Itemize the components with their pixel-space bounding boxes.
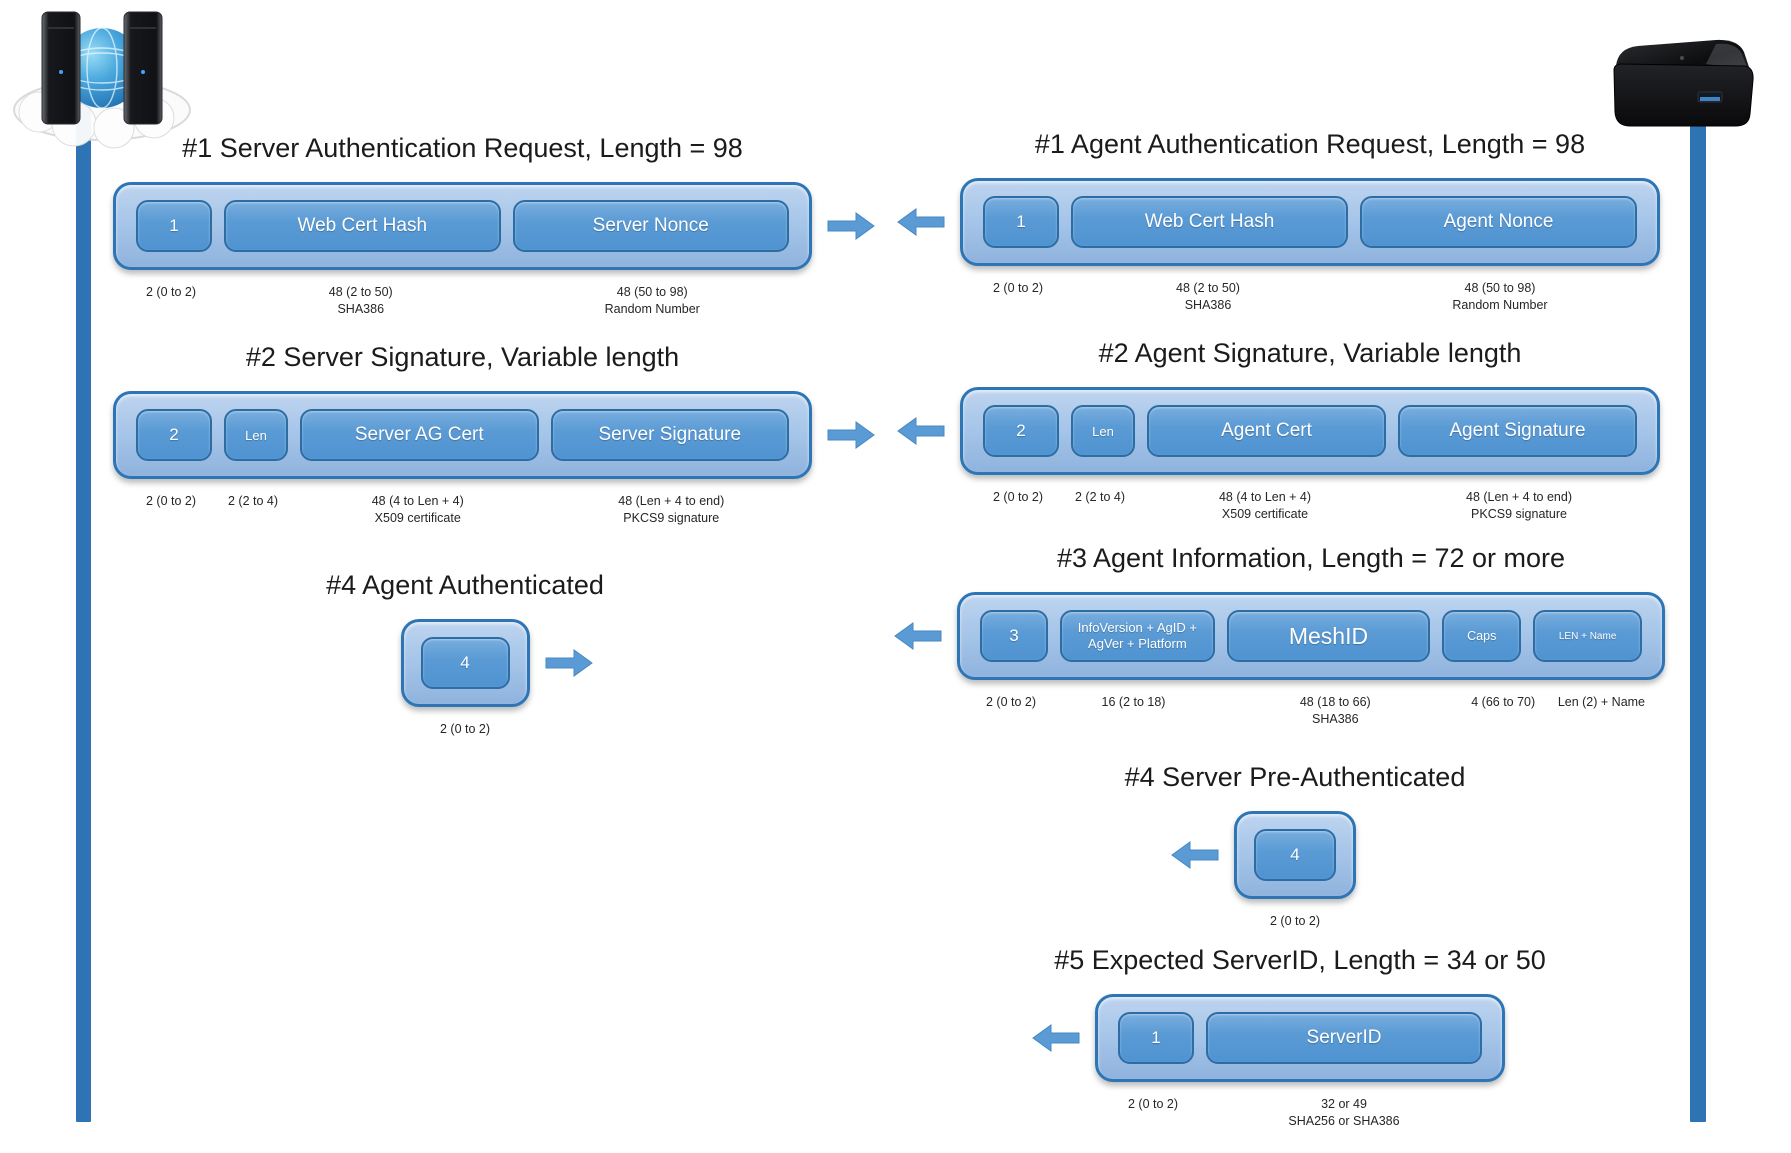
field-annotation: 48 (50 to 98)Random Number (1452, 281, 1548, 312)
message-title: #1 Agent Authentication Request, Length … (1034, 129, 1586, 159)
packet-box: 1 ServerID (1095, 994, 1505, 1082)
field-annotation: 2 (0 to 2) (1269, 914, 1321, 928)
arrow-left-icon (897, 417, 945, 445)
arrow-right-icon (827, 421, 875, 449)
message-agent-signature: #2 Agent Signature, Variable length 2 Le… (897, 336, 1660, 523)
field-annotation: 16 (2 to 18) (1101, 695, 1166, 709)
field-box-server-nonce: Server Nonce (512, 200, 789, 252)
annotation-row: 2 (0 to 2) 2 (2 to 4) 48 (4 to Len + 4)X… (960, 489, 1660, 523)
field-annotation: 48 (4 to Len + 4)X509 certificate (1218, 490, 1312, 521)
field-box-len-name: LEN + Name (1533, 610, 1642, 662)
field-annotation: 2 (2 to 4) (1074, 490, 1126, 504)
packet-box: 3 InfoVersion + AgID + AgVer + Platform … (957, 592, 1665, 680)
field-box-type: 4 (1254, 829, 1336, 881)
message-server-signature: #2 Server Signature, Variable length 2 L… (113, 340, 875, 527)
field-box-server-signature: Server Signature (550, 409, 789, 461)
field-box-type: 2 (136, 409, 212, 461)
message-container: 1 Web Cert Hash Agent Nonce (897, 178, 1660, 266)
field-annotation: 48 (Len + 4 to end)PKCS9 signature (618, 494, 725, 525)
message-title: #4 Server Pre-Authenticated (1124, 762, 1466, 792)
field-box-server-ag-cert: Server AG Cert (300, 409, 539, 461)
message-title: #4 Agent Authenticated (326, 570, 604, 600)
field-annotation: 2 (0 to 2) (985, 695, 1037, 709)
annotation-row: 2 (0 to 2) 16 (2 to 18) 48 (18 to 66)SHA… (957, 694, 1665, 728)
field-box-server-id: ServerID (1206, 1012, 1482, 1064)
server-lifeline (76, 100, 91, 1122)
packet-box: 1 Web Cert Hash Server Nonce (113, 182, 812, 270)
cloud-server-icon (4, 0, 199, 157)
message-container: 1 ServerID (1032, 994, 1505, 1082)
field-box-type: 1 (1118, 1012, 1194, 1064)
field-box-mesh-id: MeshID (1226, 610, 1431, 662)
field-box-info-version: InfoVersion + AgID + AgVer + Platform (1060, 610, 1215, 662)
field-box-type: 2 (983, 405, 1059, 457)
message-expected-server-id: #5 Expected ServerID, Length = 34 or 50 … (1000, 943, 1600, 1130)
field-annotation: 48 (18 to 66)SHA386 (1299, 695, 1371, 726)
message-container: 2 Len Server AG Cert Server Signature (113, 391, 875, 479)
field-annotation: 2 (0 to 2) (439, 722, 491, 736)
field-box-len: Len (224, 409, 288, 461)
message-title: #1 Server Authentication Request, Length… (182, 133, 743, 163)
field-box-web-cert-hash: Web Cert Hash (1071, 196, 1348, 248)
packet-box: 4 (1234, 811, 1356, 899)
field-annotation: 2 (0 to 2) (992, 281, 1044, 295)
field-box-type: 4 (420, 637, 510, 689)
field-box-type: 1 (983, 196, 1059, 248)
field-box-agent-cert: Agent Cert (1147, 405, 1386, 457)
field-box-len: Len (1071, 405, 1135, 457)
message-title: #2 Server Signature, Variable length (245, 342, 680, 372)
field-annotation: Len (2) + Name (1557, 695, 1646, 709)
message-server-pre-authenticated: #4 Server Pre-Authenticated 4 2 (0 to 2) (1105, 760, 1485, 928)
field-box-type: 1 (136, 200, 212, 252)
field-annotation: 4 (66 to 70) (1471, 695, 1536, 709)
packet-box: 2 Len Server AG Cert Server Signature (113, 391, 812, 479)
arrow-right-icon (827, 212, 875, 240)
annotation-row: 2 (0 to 2) 2 (2 to 4) 48 (4 to Len + 4)X… (113, 493, 812, 527)
message-title: #5 Expected ServerID, Length = 34 or 50 (1054, 945, 1546, 975)
arrow-left-icon (1171, 841, 1219, 869)
field-annotation: 2 (0 to 2) (1127, 1097, 1179, 1111)
agent-lifeline (1690, 108, 1706, 1122)
field-annotation: 48 (50 to 98)Random Number (604, 285, 700, 316)
field-annotation: 2 (0 to 2) (145, 494, 197, 508)
message-agent-authenticated: #4 Agent Authenticated 4 2 (0 to 2) (290, 568, 640, 736)
field-annotation: 48 (4 to Len + 4)X509 certificate (371, 494, 464, 525)
mini-pc-icon (1598, 36, 1760, 141)
field-annotation: 2 (0 to 2) (145, 285, 197, 299)
arrow-left-icon (1032, 1024, 1080, 1052)
field-annotation: 2 (2 to 4) (227, 494, 279, 508)
arrow-left-icon (894, 622, 942, 650)
field-box-type: 3 (980, 610, 1048, 662)
field-box-agent-nonce: Agent Nonce (1360, 196, 1637, 248)
arrow-right-icon (545, 649, 593, 677)
message-container: 1 Web Cert Hash Server Nonce (113, 182, 875, 270)
packet-box: 4 (400, 619, 530, 707)
message-title: #3 Agent Information, Length = 72 or mor… (1056, 543, 1566, 573)
field-box-agent-signature: Agent Signature (1398, 405, 1637, 457)
message-agent-auth-request: #1 Agent Authentication Request, Length … (897, 127, 1660, 314)
message-server-auth-request: #1 Server Authentication Request, Length… (113, 131, 875, 318)
message-container: 4 (400, 619, 593, 707)
annotation-row: 2 (0 to 2) 48 (2 to 50)SHA386 48 (50 to … (113, 284, 812, 318)
message-title: #2 Agent Signature, Variable length (1098, 338, 1522, 368)
field-annotation: 2 (0 to 2) (992, 490, 1044, 504)
arrow-left-icon (897, 208, 945, 236)
field-box-caps: Caps (1442, 610, 1522, 662)
field-annotation: 48 (2 to 50)SHA386 (1176, 281, 1240, 312)
message-container: 2 Len Agent Cert Agent Signature (897, 387, 1660, 475)
field-annotation: 48 (2 to 50)SHA386 (328, 285, 393, 316)
message-agent-information: #3 Agent Information, Length = 72 or mor… (894, 541, 1665, 728)
message-container: 3 InfoVersion + AgID + AgVer + Platform … (894, 592, 1665, 680)
field-annotation: 48 (Len + 4 to end)PKCS9 signature (1466, 490, 1572, 521)
message-container: 4 (1171, 811, 1356, 899)
packet-box: 2 Len Agent Cert Agent Signature (960, 387, 1660, 475)
packet-box: 1 Web Cert Hash Agent Nonce (960, 178, 1660, 266)
annotation-row: 2 (0 to 2) 48 (2 to 50)SHA386 48 (50 to … (960, 280, 1660, 314)
field-box-web-cert-hash: Web Cert Hash (224, 200, 501, 252)
